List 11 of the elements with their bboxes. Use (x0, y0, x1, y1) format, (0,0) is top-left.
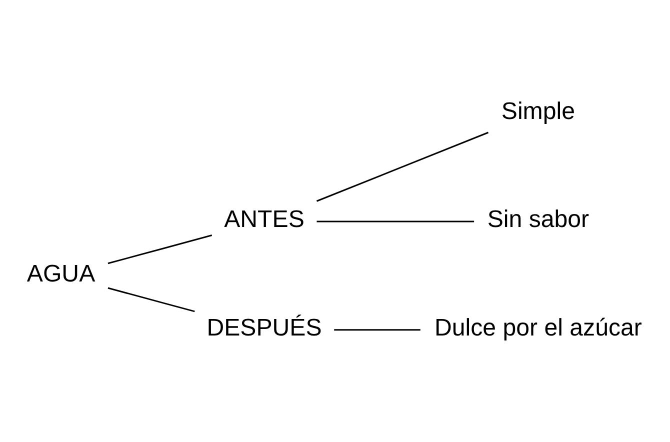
connector (316, 131, 489, 202)
connector (334, 328, 420, 330)
node-text: Sin sabor (487, 206, 590, 233)
node-text: Dulce por el azúcar (434, 314, 642, 342)
node-text: ANTES (224, 206, 304, 233)
connector (108, 286, 195, 312)
node-text: DESPUÉS (206, 314, 322, 342)
connector (316, 220, 474, 222)
node-text: AGUA (26, 260, 96, 287)
connector (108, 234, 212, 264)
node-text: Simple (501, 97, 576, 124)
